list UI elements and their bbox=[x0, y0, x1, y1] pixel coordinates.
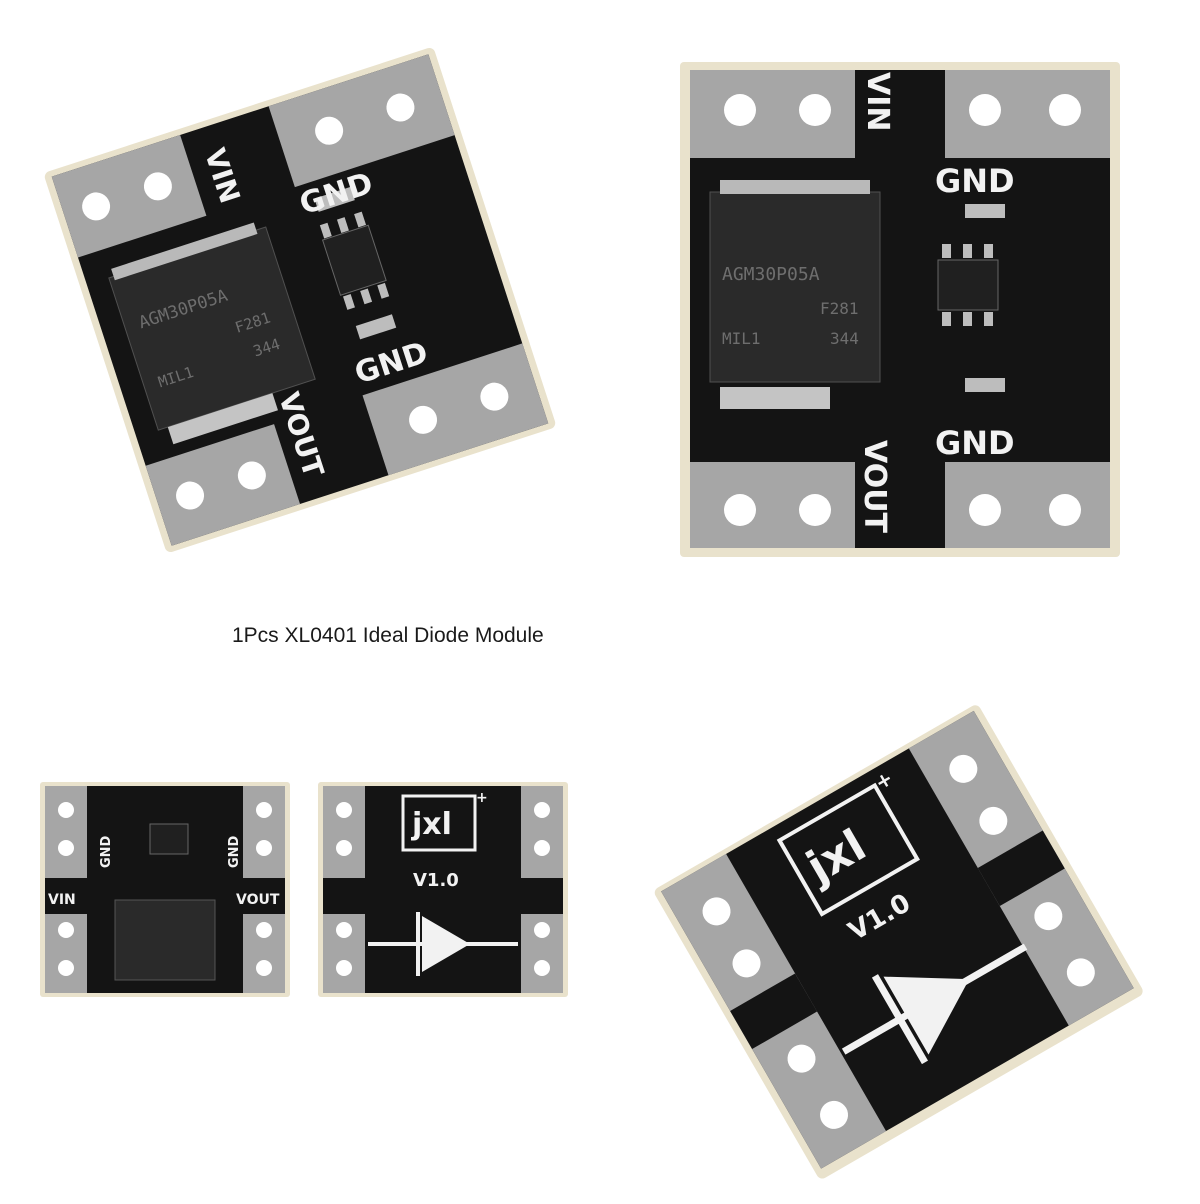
mosfet-mark-4: 344 bbox=[830, 329, 859, 348]
mosfet-mark-3: MIL1 bbox=[722, 329, 761, 348]
pad-vin bbox=[51, 134, 207, 258]
pad-gnd-bottom bbox=[945, 462, 1110, 548]
pad-gnd-top bbox=[268, 54, 455, 188]
hole bbox=[143, 172, 172, 201]
controller-ic bbox=[149, 823, 189, 855]
label-vout: VOUT bbox=[236, 892, 280, 908]
pcb-front-angled: AGM30P05A F281 MIL1 344 VIN GND GND VOUT bbox=[44, 48, 556, 552]
diode-symbol bbox=[841, 943, 1028, 1065]
pad-vout bbox=[145, 424, 301, 546]
label-vin: VIN bbox=[860, 72, 895, 132]
mosfet-leads bbox=[720, 387, 830, 409]
hole bbox=[409, 405, 438, 434]
hole bbox=[176, 481, 205, 510]
logo-frame bbox=[401, 794, 477, 852]
photo-front-small: GND GND VIN VOUT bbox=[40, 782, 290, 997]
mosfet-tab bbox=[111, 222, 258, 281]
pcb-front-straight: AGM30P05A F281 MIL1 344 VIN GND GND VOUT bbox=[680, 62, 1120, 557]
label-vin: VIN bbox=[48, 892, 76, 908]
pcb-back-small: jxl + V1.0 bbox=[318, 782, 568, 997]
label-vout: VOUT bbox=[857, 440, 892, 534]
logo-frame bbox=[776, 782, 920, 917]
version-label: V1.0 bbox=[413, 870, 459, 891]
mosfet-leads bbox=[167, 393, 278, 445]
mosfet-mark-2: F281 bbox=[820, 299, 859, 318]
pcb-back-angled: jxl + V1.0 bbox=[654, 705, 1143, 1179]
photo-front-straight: AGM30P05A F281 MIL1 344 VIN GND GND VOUT bbox=[680, 62, 1120, 562]
mosfet-chip bbox=[709, 191, 881, 383]
hole bbox=[386, 93, 415, 122]
mosfet-tab bbox=[720, 180, 870, 194]
label-gnd-bottom: GND bbox=[935, 424, 1015, 462]
pad-vout bbox=[690, 462, 855, 548]
photo-back-angled: jxl + V1.0 bbox=[625, 680, 1170, 1200]
controller-ic bbox=[321, 224, 387, 296]
hole bbox=[480, 382, 509, 411]
photo-front-angled: AGM30P05A F281 MIL1 344 VIN GND GND VOUT bbox=[40, 30, 560, 570]
logo-plus: + bbox=[476, 790, 488, 806]
capacitor bbox=[314, 186, 355, 212]
label-gnd-top: GND bbox=[935, 162, 1015, 200]
logo-text: jxl bbox=[411, 807, 452, 842]
pcb-front-small: GND GND VIN VOUT bbox=[40, 782, 290, 997]
diode-symbol bbox=[368, 912, 518, 976]
capacitor bbox=[355, 314, 397, 340]
controller-ic bbox=[937, 259, 999, 311]
hole bbox=[237, 461, 266, 490]
capacitor bbox=[965, 204, 1005, 218]
photo-back-small: jxl + V1.0 bbox=[318, 782, 568, 997]
label-gnd-left: GND bbox=[99, 835, 114, 868]
hole bbox=[315, 116, 344, 145]
product-caption: 1Pcs XL0401 Ideal Diode Module bbox=[232, 624, 544, 647]
label-gnd-right: GND bbox=[227, 835, 242, 868]
hole bbox=[82, 192, 111, 221]
mosfet-chip bbox=[114, 899, 216, 981]
capacitor bbox=[965, 378, 1005, 392]
mosfet-mark-1: AGM30P05A bbox=[722, 264, 820, 285]
pad-gnd-bottom bbox=[362, 343, 549, 476]
